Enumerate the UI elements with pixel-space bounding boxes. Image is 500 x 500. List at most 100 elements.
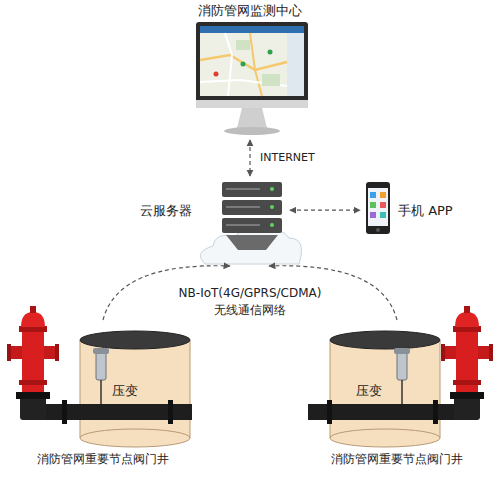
monitor-base: [224, 127, 280, 135]
dashed-connector: [249, 140, 250, 176]
server-unit: [222, 200, 282, 215]
well-side: [440, 340, 441, 438]
pipe: [28, 404, 192, 420]
hydrant-outlet-cap: [441, 344, 445, 361]
map-marker: [241, 62, 246, 67]
pressure-transducer: [397, 352, 407, 380]
pipe-flange: [62, 400, 67, 424]
map-area: [262, 74, 280, 86]
device-label: 压变: [356, 383, 382, 399]
server-stripe: [226, 224, 260, 226]
hydrant-elbow: [20, 396, 46, 420]
hydrant-nut: [464, 306, 470, 313]
well-bottom: [80, 429, 190, 447]
server-stripe: [226, 188, 260, 190]
hydrant-outlet-cap: [55, 344, 59, 361]
server-light: [270, 187, 274, 191]
server-unit: [222, 182, 282, 197]
cloud-shape: [201, 230, 302, 264]
server-light: [270, 205, 274, 209]
hydrant-ring: [453, 380, 481, 385]
transducer-cap: [93, 348, 109, 354]
well-body: [80, 340, 190, 438]
node-title: 消防管网监测中心: [188, 3, 312, 19]
hydrant-nut: [30, 306, 36, 313]
hydrant-outlet-cap: [489, 344, 493, 361]
app-icon: [370, 212, 376, 218]
map-road: [200, 55, 287, 70]
phone-body: [366, 182, 390, 234]
app-icon: [380, 192, 386, 198]
valve-well-right: [330, 331, 440, 447]
hydrant-pipe: [308, 306, 493, 424]
monitor-screen: [200, 26, 304, 96]
app-icon: [370, 202, 376, 208]
transducer-cable: [401, 380, 403, 404]
node-caption: 消防管网重要节点阀门井: [302, 452, 492, 466]
node-caption: 消防管网重要节点阀门井: [8, 452, 198, 466]
device-label: 压变: [112, 383, 138, 399]
well-cover: [330, 331, 440, 349]
well-body: [330, 340, 440, 438]
hydrant-base: [16, 392, 50, 399]
server-light: [270, 223, 274, 227]
monitor-bezel: [196, 22, 308, 102]
phone-screen: [368, 188, 388, 226]
monitor-stand: [237, 108, 267, 128]
hydrant-outlet: [444, 346, 456, 359]
monitor-illustration: [196, 22, 308, 135]
map-area: [236, 40, 250, 50]
pipe-flange: [168, 400, 173, 424]
map-marker: [268, 50, 273, 55]
network-label: 无线通信网络: [140, 303, 360, 317]
valve-well-node: 压变消防管网重要节点阀门井: [302, 320, 492, 480]
hydrant-ring: [19, 380, 47, 385]
app-icon: [380, 212, 386, 218]
cloud-server-illustration: [201, 182, 302, 264]
monitor-chin: [196, 100, 308, 108]
transducer-cable: [100, 380, 102, 404]
node-label: 手机 APP: [398, 203, 453, 219]
transducer-cap: [394, 348, 410, 354]
hydrant-outlet: [44, 346, 56, 359]
screen-header: [200, 26, 304, 33]
pipe-flange: [327, 400, 332, 424]
hydrant-base: [450, 392, 484, 399]
valve-well-node: 压变消防管网重要节点阀门井: [8, 320, 198, 480]
hydrant-outlet-cap: [7, 344, 11, 361]
server-stripe: [226, 206, 260, 208]
map-road: [250, 33, 262, 96]
valve-well-left: [80, 331, 190, 447]
hydrant-pipe: [7, 306, 192, 424]
monitor-node: 消防管网监测中心: [188, 2, 312, 140]
phone-illustration: [366, 182, 390, 234]
well-bottom: [330, 429, 440, 447]
pipe-flange: [433, 400, 438, 424]
server-node: 云服务器: [140, 176, 290, 266]
network-label: NB-IoT(4G/GPRS/CDMA): [140, 286, 360, 300]
hydrant-outlet: [478, 346, 490, 359]
pipe: [308, 404, 472, 420]
hydrant-dome: [21, 312, 45, 327]
hydrant-elbow: [454, 396, 480, 420]
dashed-connector: [290, 210, 360, 211]
map-marker: [214, 72, 219, 77]
hydrant-outlet: [10, 346, 22, 359]
well-side: [80, 340, 81, 438]
app-icon: [380, 202, 386, 208]
well-cover: [80, 331, 190, 349]
phone-node: 手机 APP: [360, 178, 470, 244]
app-icon: [370, 192, 376, 198]
map-road: [225, 33, 232, 96]
hydrant-dome: [455, 312, 479, 327]
server-base: [226, 235, 278, 250]
screen-sidebar: [287, 33, 304, 96]
pressure-transducer: [96, 352, 106, 380]
phone-button: [376, 228, 380, 232]
edge-label: INTERNET: [258, 151, 317, 164]
server-unit: [222, 218, 282, 233]
node-label: 云服务器: [140, 203, 192, 219]
